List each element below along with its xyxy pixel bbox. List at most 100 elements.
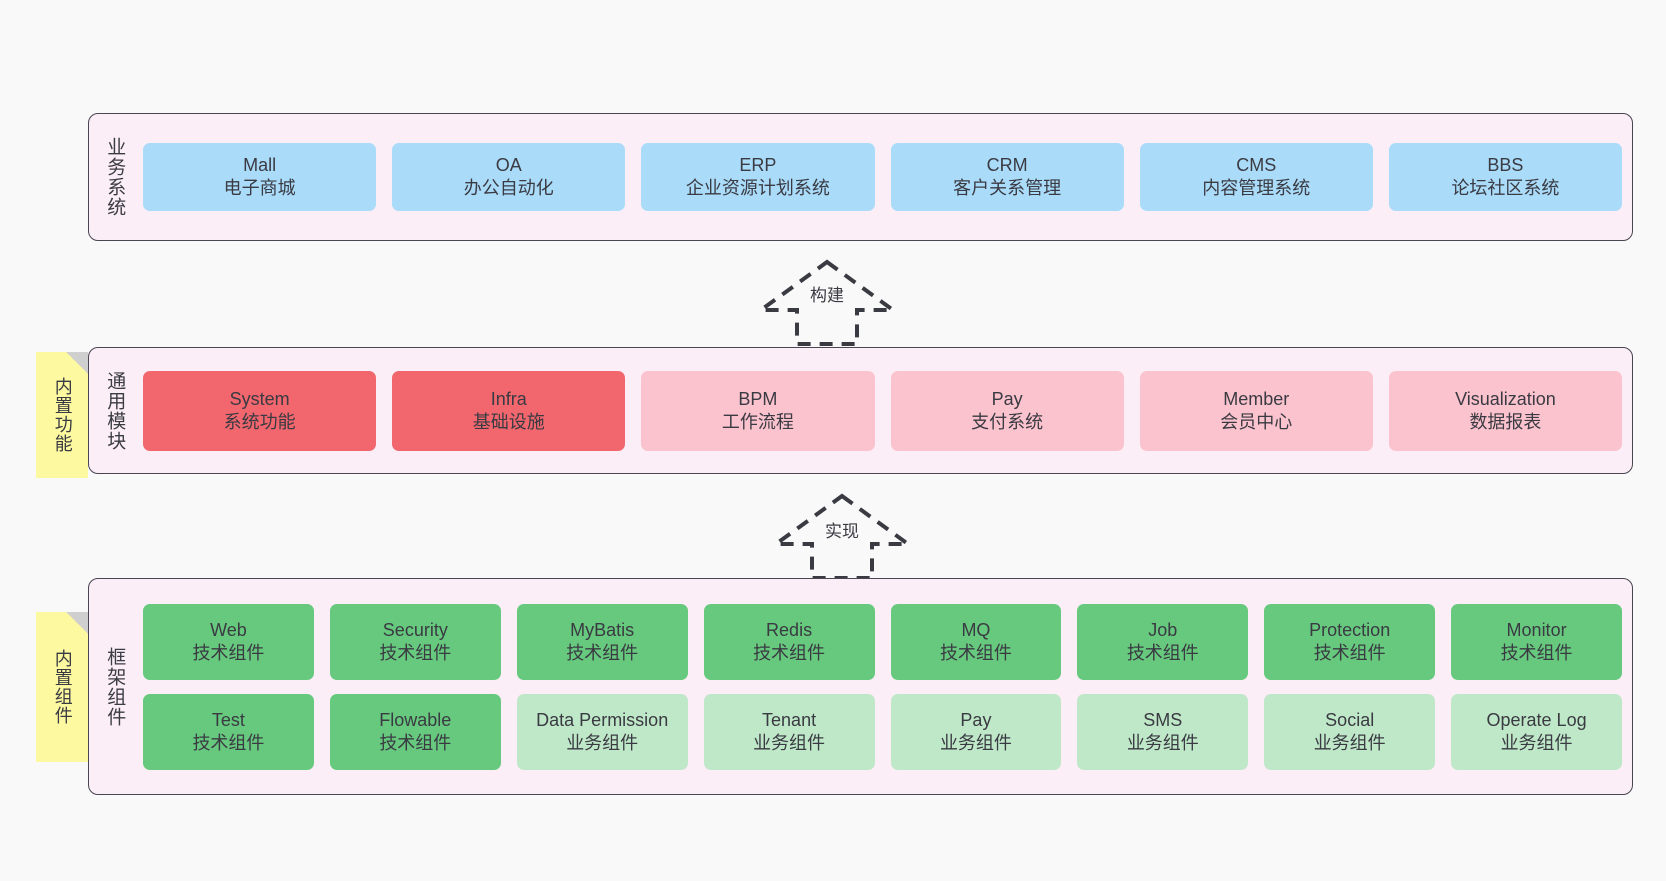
business-card-cms[interactable]: CMS 内容管理系统 — [1139, 143, 1373, 211]
layer-common-modules-body: System 系统功能 Infra 基础设施 BPM 工作流程 Pay 支付系统… — [139, 348, 1632, 473]
framework-card-social[interactable]: Social 业务组件 — [1264, 693, 1436, 770]
framework-card-tenant[interactable]: Tenant 业务组件 — [703, 693, 875, 770]
card-subtitle: 工作流程 — [721, 411, 794, 432]
note-builtin-functions-label: 内置功能 — [52, 377, 73, 453]
card-subtitle: 业务组件 — [1500, 732, 1573, 753]
layer-business-system: 业务系统 Mall 电子商城 OA 办公自动化 ERP 企业资源计划系统 CRM… — [88, 113, 1633, 241]
card-title: SMS — [1143, 709, 1183, 730]
card-title: Infra — [490, 388, 527, 409]
note-builtin-functions: 内置功能 — [36, 352, 88, 478]
card-title: ERP — [739, 155, 777, 176]
business-system-row: Mall 电子商城 OA 办公自动化 ERP 企业资源计划系统 CRM 客户关系… — [143, 143, 1623, 211]
card-title: MyBatis — [570, 619, 635, 640]
card-subtitle: 技术组件 — [192, 642, 265, 663]
card-subtitle: 技术组件 — [379, 642, 452, 663]
card-title: BPM — [738, 388, 778, 409]
module-card-infra[interactable]: Infra 基础设施 — [392, 370, 626, 451]
card-subtitle: 数据报表 — [1469, 411, 1542, 432]
card-title: Visualization — [1455, 388, 1556, 409]
framework-card-monitor[interactable]: Monitor 技术组件 — [1451, 603, 1622, 680]
card-title: Data Permission — [536, 709, 669, 730]
module-card-system[interactable]: System 系统功能 — [143, 370, 377, 451]
module-card-bpm[interactable]: BPM 工作流程 — [641, 370, 875, 451]
framework-card-operate-log[interactable]: Operate Log 业务组件 — [1451, 693, 1622, 770]
card-subtitle: 技术组件 — [566, 642, 639, 663]
card-subtitle: 业务组件 — [753, 732, 826, 753]
card-title: CRM — [986, 155, 1028, 176]
card-subtitle: 论坛社区系统 — [1451, 178, 1560, 198]
business-card-erp[interactable]: ERP 企业资源计划系统 — [641, 143, 875, 211]
card-subtitle: 技术组件 — [939, 642, 1012, 663]
framework-tech-row: Web 技术组件 Security 技术组件 MyBatis 技术组件 Redi… — [143, 603, 1622, 680]
card-subtitle: 支付系统 — [971, 411, 1044, 432]
business-card-oa[interactable]: OA 办公自动化 — [392, 143, 626, 211]
card-subtitle: 会员中心 — [1220, 411, 1293, 432]
card-subtitle: 基础设施 — [472, 411, 545, 432]
card-title: MQ — [961, 619, 991, 640]
card-subtitle: 内容管理系统 — [1202, 178, 1311, 198]
common-modules-row: System 系统功能 Infra 基础设施 BPM 工作流程 Pay 支付系统… — [143, 370, 1623, 451]
framework-card-data-permission[interactable]: Data Permission 业务组件 — [516, 693, 688, 770]
layer-common-modules-title: 通用模块 — [104, 370, 126, 451]
card-title: OA — [495, 155, 522, 176]
card-title: Tenant — [762, 709, 817, 730]
card-subtitle: 技术组件 — [753, 642, 826, 663]
card-title: Member — [1223, 388, 1290, 409]
layer-business-system-body: Mall 电子商城 OA 办公自动化 ERP 企业资源计划系统 CRM 客户关系… — [139, 114, 1632, 240]
card-title: System — [229, 388, 290, 409]
module-card-member[interactable]: Member 会员中心 — [1139, 370, 1373, 451]
module-card-pay[interactable]: Pay 支付系统 — [890, 370, 1124, 451]
card-title: Mall — [243, 155, 277, 176]
framework-card-security[interactable]: Security 技术组件 — [329, 603, 501, 680]
card-subtitle: 技术组件 — [1313, 642, 1386, 663]
card-title: Web — [210, 619, 247, 640]
card-subtitle: 系统功能 — [223, 411, 296, 432]
card-title: Monitor — [1506, 619, 1567, 640]
framework-biz-row: Test 技术组件 Flowable 技术组件 Data Permission … — [143, 693, 1622, 770]
module-card-visualization[interactable]: Visualization 数据报表 — [1388, 370, 1623, 451]
card-subtitle: 技术组件 — [1500, 642, 1573, 663]
framework-card-test[interactable]: Test 技术组件 — [143, 693, 314, 770]
framework-card-web[interactable]: Web 技术组件 — [143, 603, 314, 680]
framework-card-sms[interactable]: SMS 业务组件 — [1077, 693, 1249, 770]
framework-card-redis[interactable]: Redis 技术组件 — [703, 603, 875, 680]
framework-card-pay[interactable]: Pay 业务组件 — [890, 693, 1062, 770]
build-arrow-shape — [754, 259, 900, 346]
connector-build-label: 构建 — [810, 286, 844, 305]
business-card-mall[interactable]: Mall 电子商城 — [143, 143, 377, 211]
card-title: Pay — [960, 709, 992, 730]
card-title: Redis — [766, 619, 813, 640]
card-title: Protection — [1309, 619, 1391, 640]
card-title: Operate Log — [1486, 709, 1587, 730]
card-title: Pay — [991, 388, 1023, 409]
connector-build-arrow: 构建 — [754, 258, 900, 346]
framework-card-mq[interactable]: MQ 技术组件 — [890, 603, 1062, 680]
framework-card-job[interactable]: Job 技术组件 — [1077, 603, 1249, 680]
card-subtitle: 办公自动化 — [463, 178, 554, 198]
card-subtitle: 电子商城 — [223, 178, 296, 198]
card-title: Flowable — [379, 709, 452, 730]
framework-card-protection[interactable]: Protection 技术组件 — [1264, 603, 1436, 680]
layer-common-modules: 通用模块 System 系统功能 Infra 基础设施 BPM 工作流程 Pay… — [88, 347, 1633, 474]
layer-business-system-title: 业务系统 — [104, 137, 126, 217]
framework-card-mybatis[interactable]: MyBatis 技术组件 — [516, 603, 688, 680]
note-builtin-components-label: 内置组件 — [52, 649, 73, 725]
connector-implement-label: 实现 — [825, 522, 859, 541]
business-card-bbs[interactable]: BBS 论坛社区系统 — [1388, 143, 1623, 211]
layer-framework-components-title: 框架组件 — [104, 646, 126, 727]
framework-card-flowable[interactable]: Flowable 技术组件 — [329, 693, 501, 770]
card-subtitle: 技术组件 — [379, 732, 452, 753]
card-title: Test — [211, 709, 245, 730]
connector-implement-arrow: 实现 — [769, 492, 915, 580]
card-subtitle: 技术组件 — [192, 732, 265, 753]
layer-framework-components-body: Web 技术组件 Security 技术组件 MyBatis 技术组件 Redi… — [139, 579, 1632, 794]
card-subtitle: 业务组件 — [566, 732, 639, 753]
business-card-crm[interactable]: CRM 客户关系管理 — [890, 143, 1124, 211]
card-title: CMS — [1236, 155, 1277, 176]
note-builtin-components: 内置组件 — [36, 612, 88, 762]
card-subtitle: 业务组件 — [1126, 732, 1199, 753]
card-title: Social — [1325, 709, 1375, 730]
card-subtitle: 业务组件 — [1313, 732, 1386, 753]
card-subtitle: 企业资源计划系统 — [685, 178, 830, 198]
